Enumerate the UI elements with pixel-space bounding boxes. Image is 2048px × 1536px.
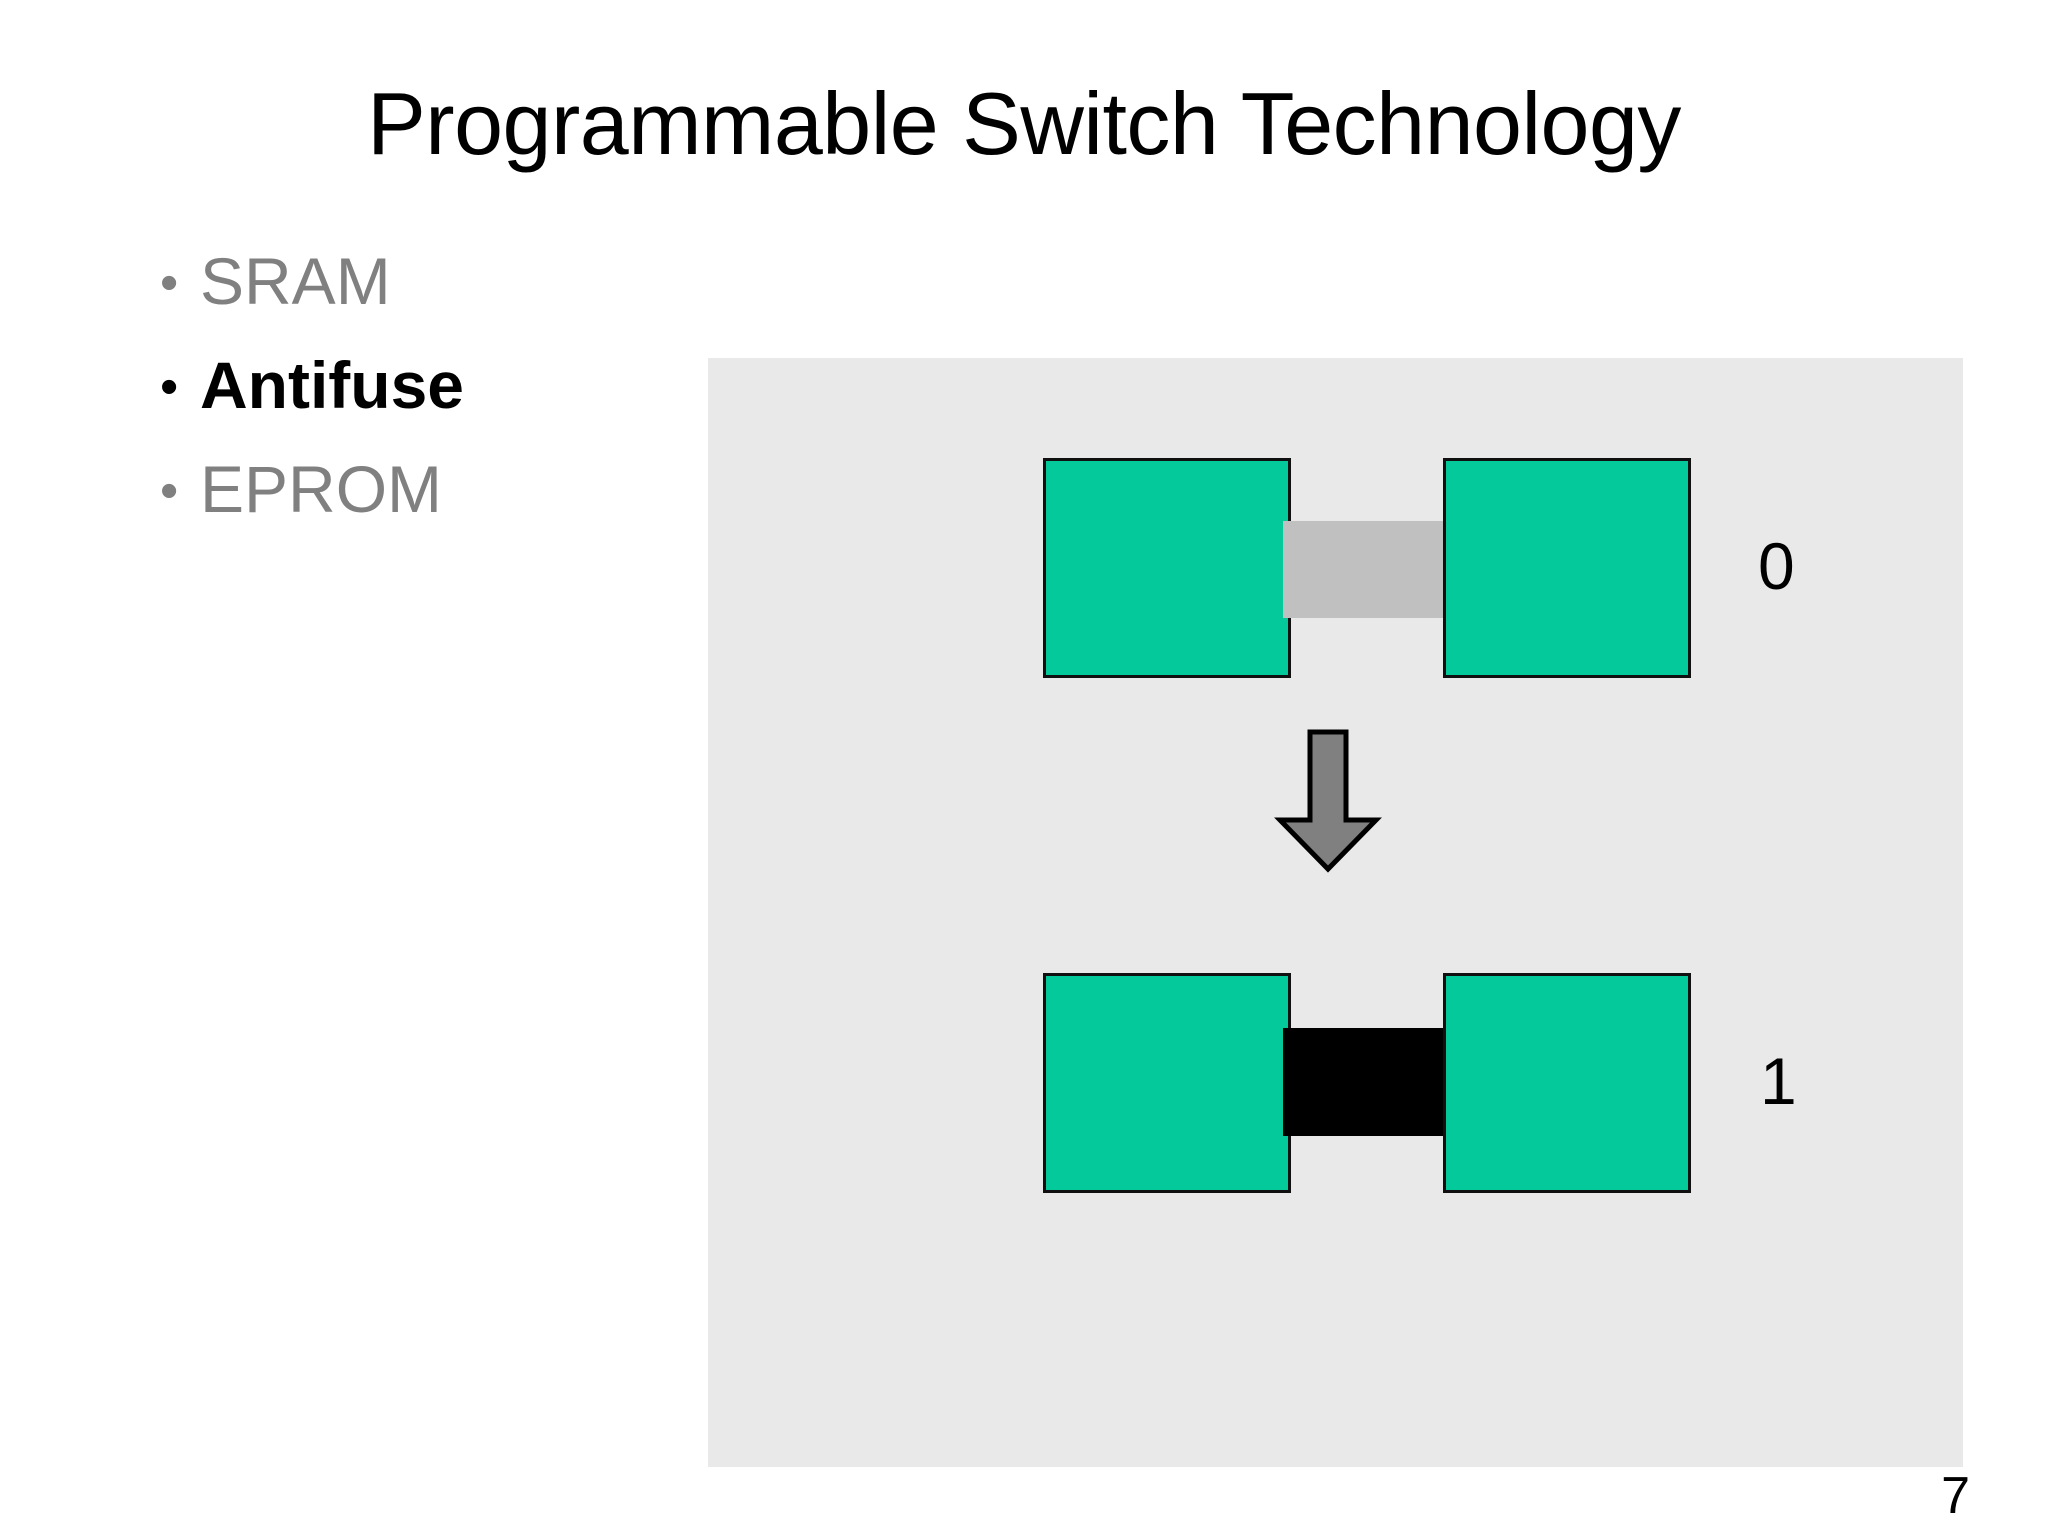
bullet-item-eprom: • EPROM [160, 456, 720, 522]
bullet-item-antifuse: • Antifuse [160, 352, 720, 418]
bullet-dot-icon: • [160, 358, 179, 416]
bullet-dot-icon: • [160, 254, 179, 312]
state-label-programmed: 1 [1760, 1044, 1797, 1118]
down-arrow-icon [1268, 728, 1388, 873]
page-title: Programmable Switch Technology [367, 74, 1681, 173]
bullet-label-antifuse: Antifuse [200, 348, 464, 422]
conductor-pad-left [1043, 458, 1291, 678]
conductor-pad-right [1443, 973, 1691, 1193]
bullet-dot-icon: • [160, 462, 179, 520]
conductor-pad-left [1043, 973, 1291, 1193]
antifuse-state-programmed [708, 973, 1963, 1193]
state-label-unprogrammed: 0 [1758, 529, 1795, 603]
bullet-item-sram: • SRAM [160, 248, 720, 314]
antifuse-diagram-panel: 0 1 [708, 358, 1963, 1467]
antifuse-link-closed [1283, 1028, 1448, 1136]
antifuse-link-open [1283, 521, 1448, 618]
bullet-label-eprom: EPROM [200, 452, 443, 526]
conductor-pad-right [1443, 458, 1691, 678]
antifuse-state-unprogrammed [708, 458, 1963, 678]
bullet-label-sram: SRAM [200, 244, 391, 318]
bullet-list: • SRAM • Antifuse • EPROM [160, 248, 720, 560]
page-number: 7 [1941, 1467, 1970, 1525]
